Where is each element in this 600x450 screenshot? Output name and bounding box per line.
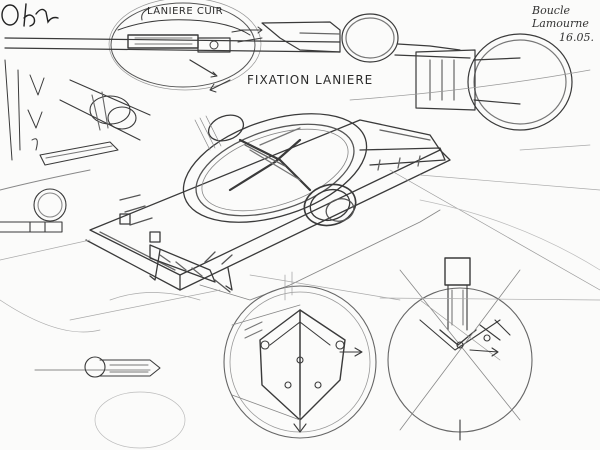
left-clasp-sketch bbox=[39, 79, 151, 166]
note-date: 16.05. bbox=[559, 31, 594, 44]
construction-lines bbox=[0, 144, 600, 449]
lower-pin-sketch bbox=[34, 356, 161, 378]
right-mechanism-detail bbox=[387, 257, 533, 441]
strap-leather-label: LANIERE CUIR bbox=[147, 6, 224, 17]
top-pencil bbox=[4, 13, 471, 63]
annotation-arrows bbox=[141, 7, 263, 93]
main-buckle-body bbox=[85, 113, 600, 301]
note-title: Boucle bbox=[532, 4, 570, 17]
left-scribbles bbox=[0, 59, 91, 191]
signature bbox=[1, 3, 59, 27]
strap-fixing-label: FIXATION LANIERE bbox=[247, 73, 374, 87]
left-ring-detail bbox=[0, 188, 67, 233]
note-subtitle: Lamourne bbox=[532, 17, 589, 30]
top-right-ring bbox=[349, 33, 591, 131]
center-clasp-detail bbox=[223, 271, 377, 439]
